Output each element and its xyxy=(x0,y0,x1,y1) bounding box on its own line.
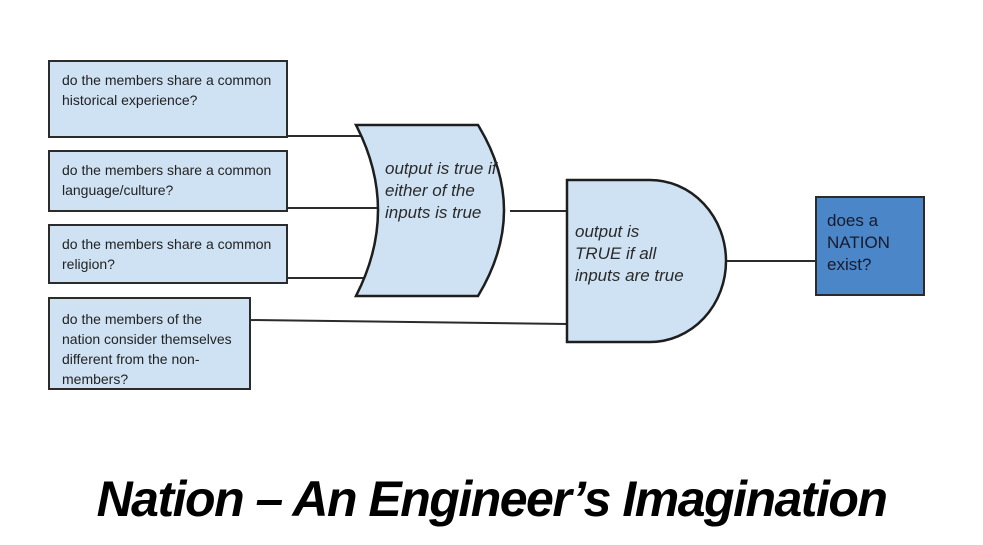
page-title: Nation – An Engineer’s Imagination xyxy=(96,471,888,527)
or-gate-shape xyxy=(353,123,506,298)
input-box-language-culture: do the members share a common language/c… xyxy=(48,150,288,212)
and-gate-label: output is TRUE if all inputs are true xyxy=(575,222,684,285)
input-label: do the members share a common historical… xyxy=(62,72,272,108)
and-gate-shape xyxy=(565,178,728,344)
input-box-different-from-non-members: do the members of the nation consider th… xyxy=(48,297,251,390)
input-label: do the members of the nation consider th… xyxy=(62,311,232,387)
input-label: do the members share a common religion? xyxy=(62,236,272,272)
output-box-nation-exists: does a NATION exist? xyxy=(815,196,925,296)
input-box-historical-experience: do the members share a common historical… xyxy=(48,60,288,138)
input-box-religion: do the members share a common religion? xyxy=(48,224,288,284)
wire-input-4-to-and xyxy=(249,319,568,325)
output-label: does a NATION exist? xyxy=(827,211,890,274)
or-gate-label: output is true if either of the inputs i… xyxy=(385,159,497,222)
input-label: do the members share a common language/c… xyxy=(62,162,272,198)
